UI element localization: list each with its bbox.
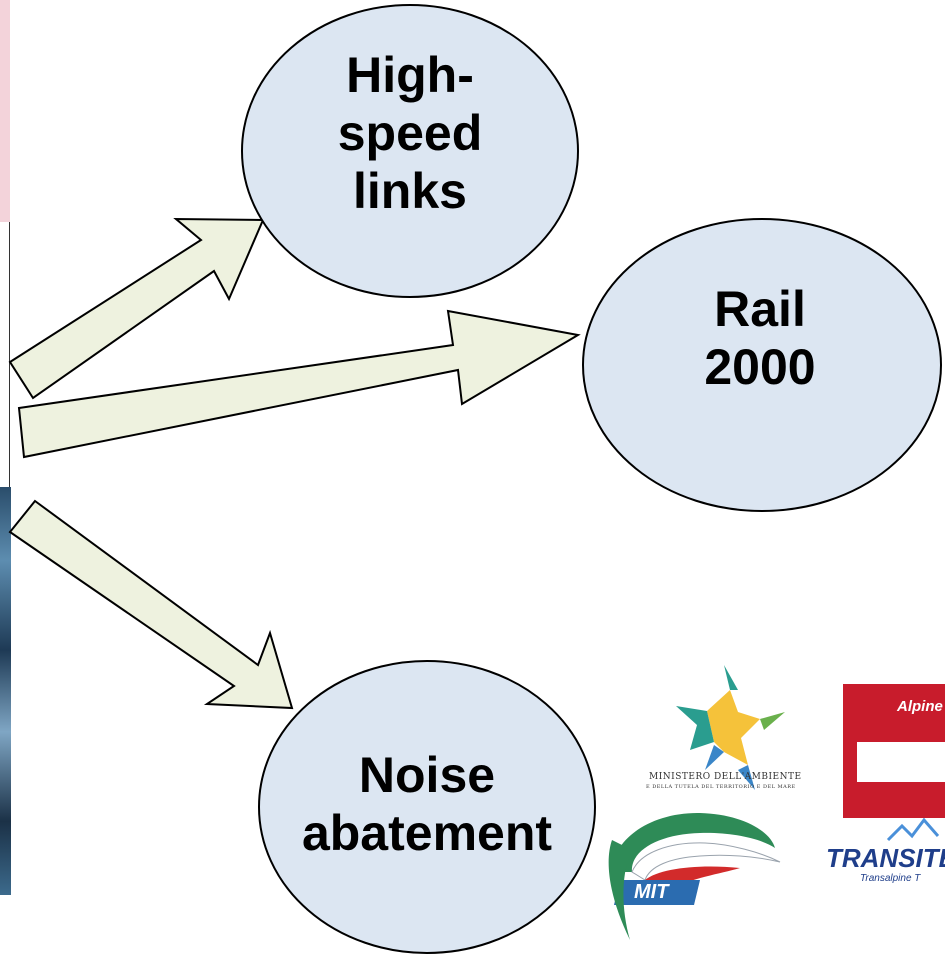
noise-abatement-label: Noise abatement xyxy=(301,747,553,861)
alpine-space-white-band xyxy=(857,742,945,782)
arrow-to-high-speed xyxy=(8,217,265,400)
left-edge-divider xyxy=(9,222,10,487)
left-edge-pink-panel xyxy=(0,0,10,222)
transitects-logo-subtext: Transalpine T xyxy=(860,873,921,884)
mit-logo-text: MIT xyxy=(634,881,669,903)
alpine-space-logo-text: Alpine xyxy=(897,698,943,715)
transitects-logo-text: TRANSITE xyxy=(826,843,945,873)
ministero-logo-text-line2: E DELLA TUTELA DEL TERRITORIO E DEL MARE xyxy=(646,784,796,790)
node-noise-abatement xyxy=(258,660,596,954)
ministero-logo-text-line1: MINISTERO DELL'AMBIENTE xyxy=(649,772,802,782)
mit-logo xyxy=(608,812,781,940)
arrow-to-rail2000 xyxy=(17,309,581,459)
left-edge-photo xyxy=(0,487,11,895)
rail-2000-label: Rail 2000 xyxy=(704,281,816,395)
node-rail-2000 xyxy=(582,218,942,512)
node-high-speed-links xyxy=(241,4,579,298)
high-speed-links-label: High- speed links xyxy=(337,47,483,219)
alpine-space-logo: Alpine xyxy=(843,684,945,818)
ministero-star-logo xyxy=(676,665,785,790)
arrow-to-noise xyxy=(8,499,294,710)
transitects-mountain-logo xyxy=(886,817,940,842)
